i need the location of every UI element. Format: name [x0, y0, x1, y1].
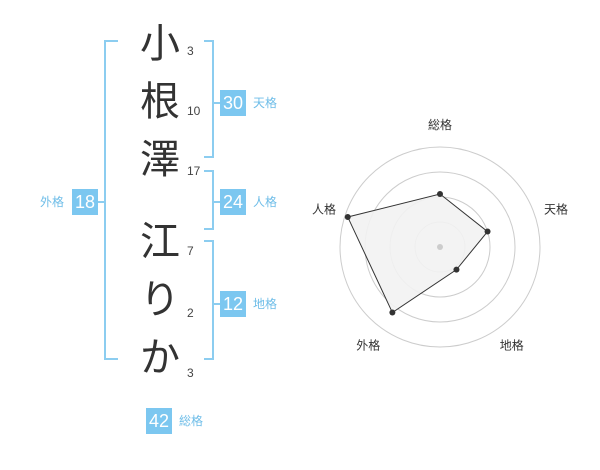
- radar-point-0: [437, 191, 443, 197]
- radar-point-4: [344, 214, 351, 221]
- radar-label-2: 地格: [500, 338, 524, 353]
- radar-point-1: [484, 228, 491, 235]
- radar-ring-4: [339, 146, 541, 348]
- radar-point-3: [389, 309, 396, 316]
- chikaku-label: 地格: [253, 297, 278, 311]
- stroke-count-6: 3: [187, 366, 194, 380]
- soukaku-label: 総格: [179, 414, 204, 428]
- name-char-1: 小: [140, 21, 180, 67]
- radar-label-4: 人格: [312, 201, 336, 216]
- stroke-count-3: 17: [187, 164, 201, 178]
- name-char-2: 根: [140, 79, 180, 125]
- radar-points: [344, 191, 491, 316]
- stroke-count-5: 2: [187, 306, 194, 320]
- name-char-3: 澤: [140, 137, 180, 183]
- stroke-count-1: 3: [187, 44, 194, 58]
- gaikaku-value: 18: [72, 189, 98, 215]
- name-char-5: り: [140, 277, 180, 323]
- tenkaku-label: 天格: [253, 96, 278, 110]
- radar-point-2: [453, 266, 460, 273]
- stroke-count-2: 10: [187, 104, 201, 118]
- radar-label-1: 天格: [544, 201, 568, 216]
- gaikaku-label: 外格: [40, 195, 65, 209]
- jinkaku-value: 24: [220, 189, 246, 215]
- chikaku-value: 12: [220, 291, 246, 317]
- stroke-count-4: 7: [187, 244, 194, 258]
- name-char-4: 江: [140, 219, 180, 265]
- tenkaku-value: 30: [220, 90, 246, 116]
- radar-label-3: 外格: [356, 338, 380, 353]
- name-char-6: か: [140, 335, 180, 381]
- jinkaku-label: 人格: [253, 195, 278, 209]
- radar-label-0: 総格: [428, 117, 452, 132]
- radar-center-dot: [437, 244, 443, 250]
- soukaku-value: 42: [146, 408, 172, 434]
- radar-polygon: [347, 193, 489, 314]
